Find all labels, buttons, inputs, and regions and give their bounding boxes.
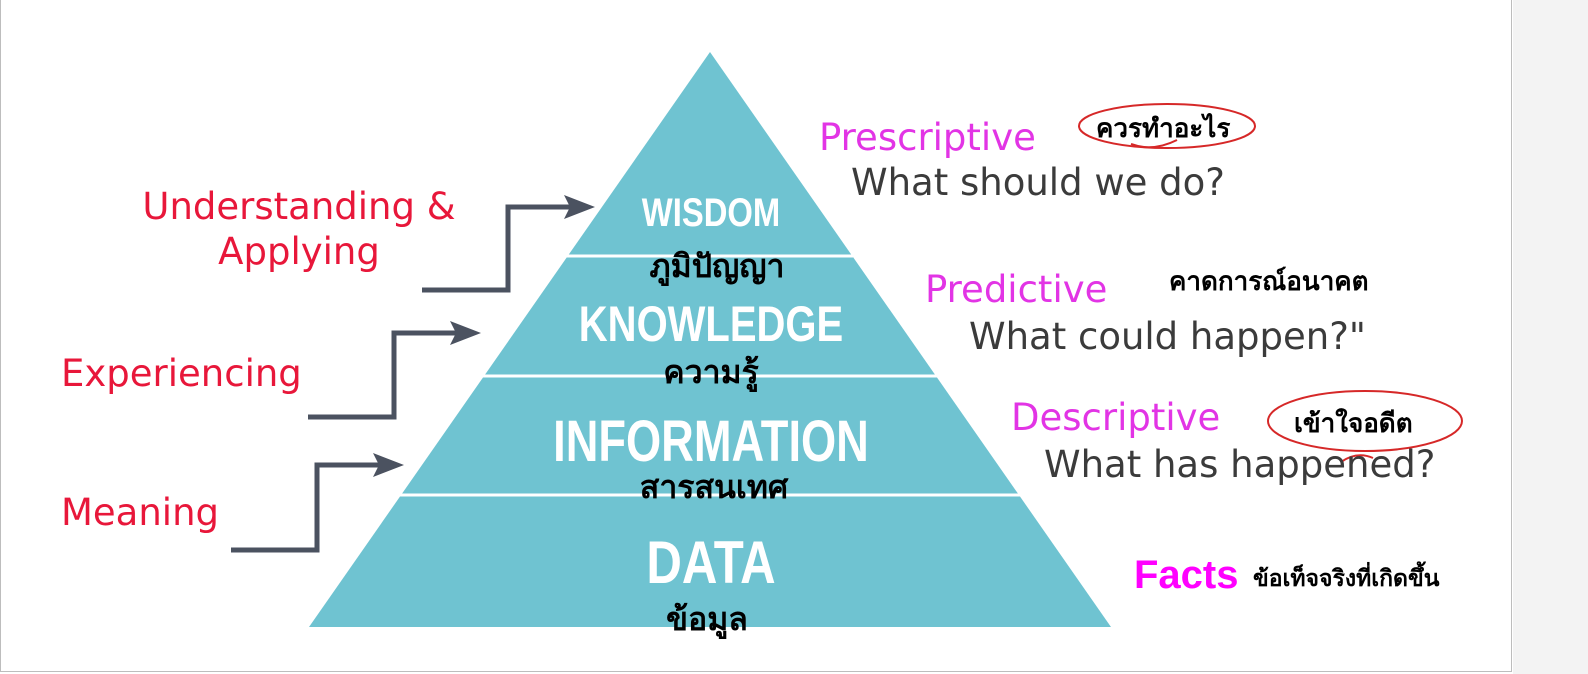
thai-note-predictive: คาดการณ์อนาคต (1169, 266, 1369, 297)
question-descriptive: What has happened? (1044, 443, 1435, 486)
red-ink-underline-annotation (1340, 454, 1374, 463)
label-understanding-applying-line2: Applying (218, 230, 380, 273)
level-wisdom-th: ภูมิปัญญา (650, 247, 785, 287)
thai-note-descriptive: เข้าใจอดีต (1294, 408, 1413, 439)
level-data-th: ข้อมูล (666, 600, 748, 640)
level-wisdom-en: WISDOM (642, 190, 780, 235)
label-facts: Facts (1134, 553, 1239, 597)
level-information-en: INFORMATION (553, 410, 869, 475)
step-arrow-icon (231, 453, 404, 553)
step-arrow-icon (422, 195, 595, 293)
level-knowledge-th: ความรู้ (663, 353, 759, 393)
red-ink-underline-annotation (1130, 139, 1178, 149)
level-knowledge-en: KNOWLEDGE (579, 296, 843, 352)
label-descriptive: Descriptive (1011, 396, 1220, 439)
label-understanding-applying-line1: Understanding & (142, 185, 455, 228)
red-ink-circle-annotation (1078, 103, 1256, 149)
step-arrow-icon (308, 321, 481, 420)
red-ink-circle-annotation (1267, 390, 1463, 452)
level-data-en: DATA (646, 528, 775, 596)
label-prescriptive: Prescriptive (819, 116, 1036, 159)
right-side-panel (1513, 0, 1588, 674)
question-predictive: What could happen?" (969, 315, 1366, 358)
thai-note-facts: ข้อเท็จจริงที่เกิดขึ้น (1253, 561, 1440, 592)
label-meaning: Meaning (61, 491, 219, 534)
label-predictive: Predictive (925, 268, 1107, 311)
level-information-th: สารสนเทศ (640, 468, 789, 506)
dikw-pyramid-diagram: WISDOM ภูมิปัญญา KNOWLEDGE ความรู้ INFOR… (61, 52, 1463, 640)
pyramid-shape (309, 52, 1111, 627)
label-experiencing: Experiencing (61, 352, 302, 395)
question-prescriptive: What should we do? (851, 161, 1225, 204)
thai-note-prescriptive: ควรทำอะไร (1096, 112, 1230, 144)
slide-canvas: WISDOM ภูมิปัญญา KNOWLEDGE ความรู้ INFOR… (0, 0, 1512, 672)
